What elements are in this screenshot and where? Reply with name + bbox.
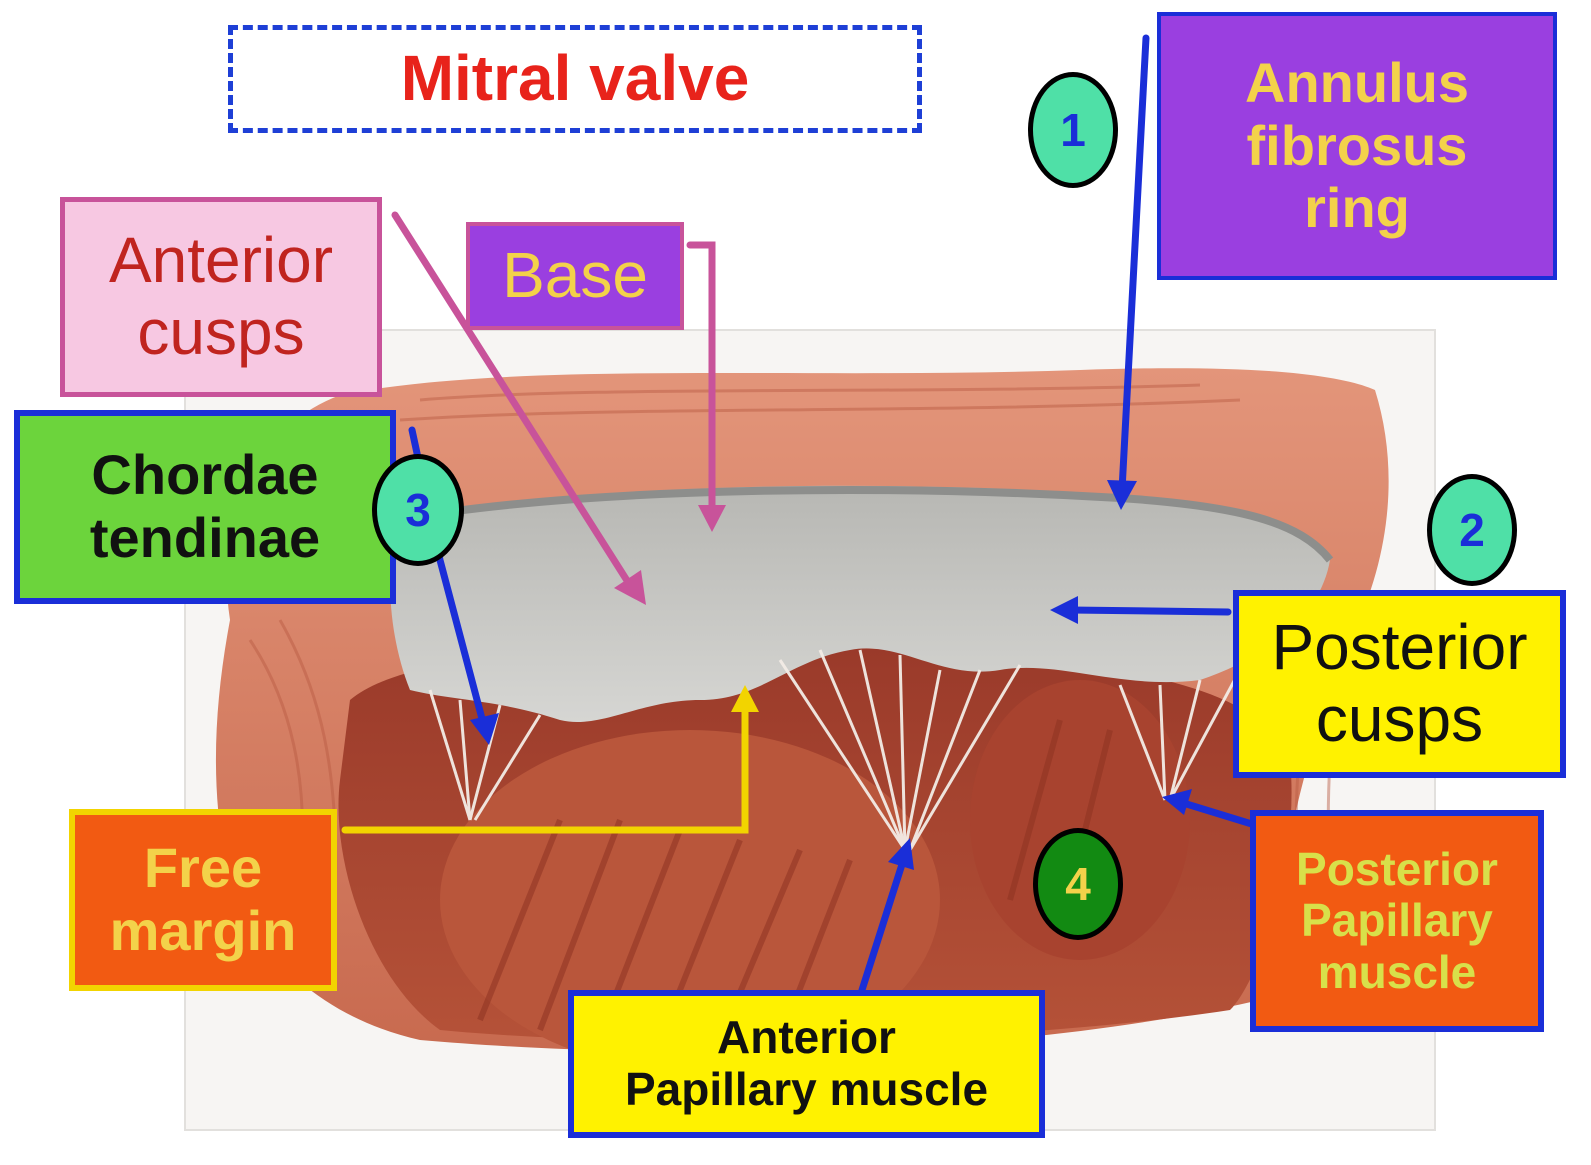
annulus-fibrosus-label: Annulus fibrosus ring (1157, 12, 1557, 280)
badge-1: 1 (1028, 72, 1118, 188)
free-margin-label: Free margin (69, 809, 337, 991)
badge-3: 3 (372, 454, 464, 566)
anterior-cusps-label: Anterior cusps (60, 197, 382, 397)
title-box: Mitral valve (228, 25, 922, 133)
posterior-papillary-muscle-label: Posterior Papillary muscle (1250, 810, 1544, 1032)
base-label: Base (466, 222, 684, 330)
anterior-papillary-muscle-label: Anterior Papillary muscle (568, 990, 1045, 1138)
posterior-cusps-label: Posterior cusps (1233, 590, 1566, 778)
badge-4: 4 (1033, 828, 1123, 940)
page-title: Mitral valve (401, 43, 750, 115)
chordae-tendinae-label: Chordae tendinae (14, 410, 396, 604)
badge-2: 2 (1427, 474, 1517, 586)
